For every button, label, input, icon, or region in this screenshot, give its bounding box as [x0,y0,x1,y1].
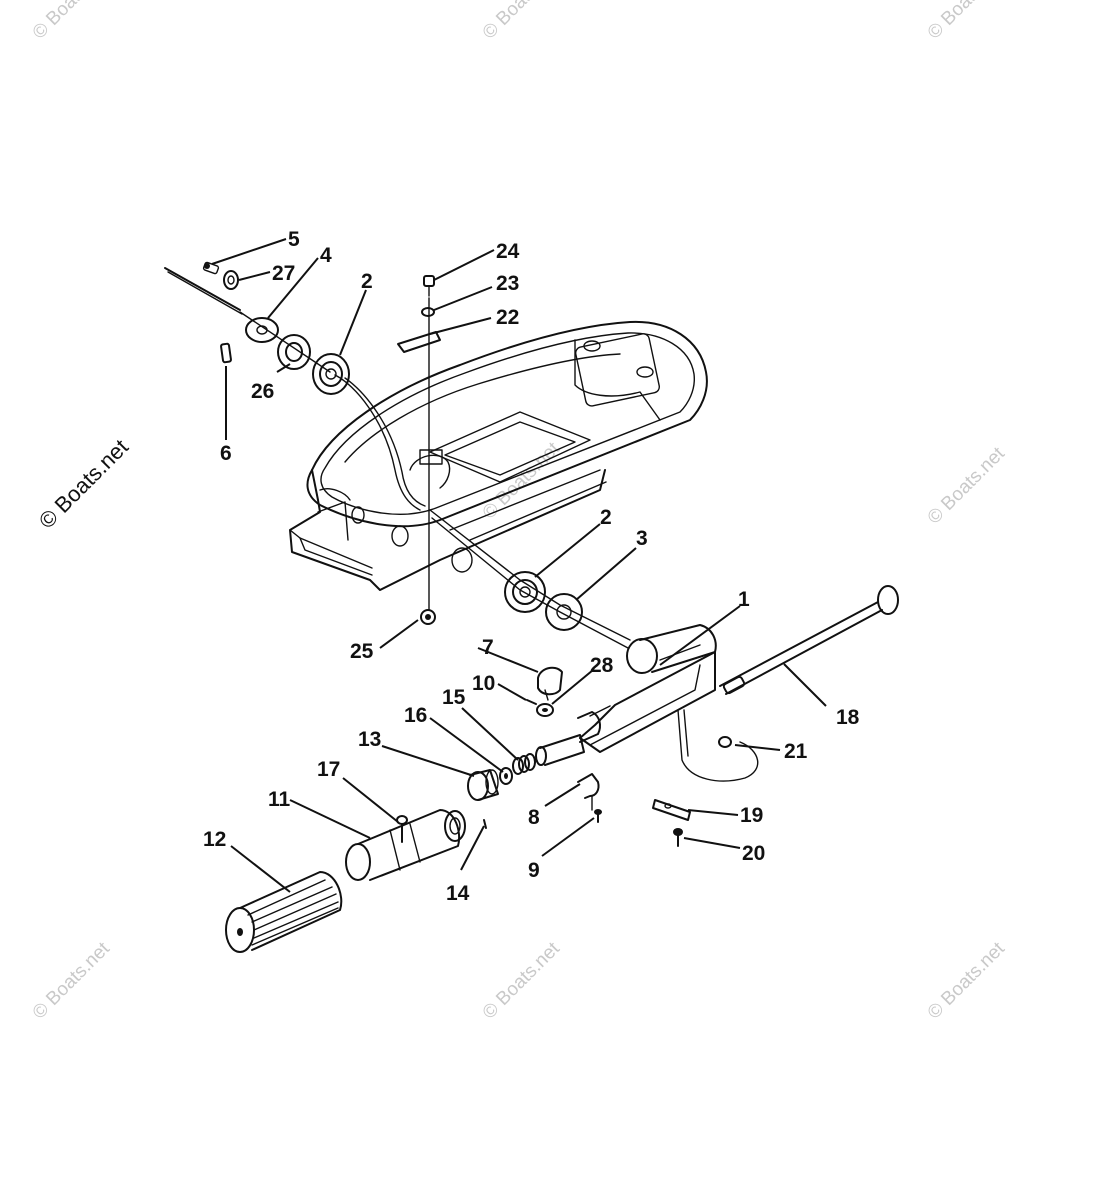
callout-labels: 1 2 2 3 4 5 6 7 8 9 10 11 12 13 14 15 16… [203,228,860,905]
callout-5: 5 [288,228,300,251]
cable-routing [164,267,631,649]
callout-16: 16 [404,704,427,727]
watermark-top-center: © Boats.net [479,0,565,44]
part-5-screw [202,261,220,275]
callout-2-upper: 2 [361,270,373,293]
callout-1: 1 [738,588,750,611]
watermark-mid-right: © Boats.net [924,443,1010,529]
callout-3: 3 [636,527,648,550]
part-24-screw [423,275,435,297]
callout-23: 23 [496,272,519,295]
part-3-washer [545,593,583,631]
watermark-bottom-right: © Boats.net [924,938,1010,1024]
watermark-layer: © Boats.net © Boats.net © Boats.net © Bo… [29,0,1010,1024]
part-22-retainer [397,331,441,353]
callout-26: 26 [251,380,274,403]
callout-4: 4 [320,244,332,267]
part-6-pin [220,342,232,364]
part-16-washer [499,767,513,785]
part-14-pin [483,819,487,829]
part-26-grommet [277,334,311,370]
part-2-grommet-upper [312,353,350,395]
callout-6: 6 [220,442,232,465]
watermark-top-left: © Boats.net [29,0,115,44]
callout-12: 12 [203,828,226,851]
callout-14: 14 [446,882,470,905]
part-9-screw [594,809,602,823]
part-7-knob [537,666,563,701]
part-19-plate [652,799,691,821]
part-13-friction-knob [467,769,499,801]
watermark-bottom-left: © Boats.net [29,938,115,1024]
watermark-side: © Boats.net [34,434,133,533]
part-15-spring [512,753,536,775]
watermark-top-right: © Boats.net [924,0,1010,44]
part-18-rod [719,585,899,695]
part-10-pin [526,699,537,705]
callout-17: 17 [317,758,340,781]
part-20-screw [673,828,683,847]
part-1-tiller-handle-bracket [579,624,717,753]
callout-24: 24 [496,240,520,263]
callout-2-lower: 2 [600,506,612,529]
callout-9: 9 [528,859,540,882]
part-4-plate [245,317,279,343]
part-28-washer [536,703,554,717]
throttle-shaft [535,705,611,766]
callout-22: 22 [496,306,519,329]
callout-13: 13 [358,728,381,751]
callout-21: 21 [784,740,808,763]
part-12-handle-grip [225,871,343,953]
callout-10: 10 [472,672,495,695]
part-23-washer [421,307,435,317]
callout-15: 15 [442,686,466,709]
callout-11: 11 [268,788,291,811]
callout-25: 25 [350,640,374,663]
lower-cowl [289,320,708,591]
callout-27: 27 [272,262,295,285]
part-11-throttle-sleeve [345,809,466,881]
callout-19: 19 [740,804,763,827]
callout-18: 18 [836,706,860,729]
callout-8: 8 [528,806,540,829]
part-25-nut [420,609,436,625]
part-17-screw [396,815,408,843]
watermark-left-edge: © Boats.net [34,434,133,533]
part-27-washer [223,270,239,290]
leader-lines [211,238,827,893]
part-8-clip [577,773,600,811]
callout-28: 28 [590,654,614,677]
part-2-grommet-lower [504,571,546,613]
part-21-wire [677,709,759,782]
callout-7: 7 [482,636,494,659]
callout-20: 20 [742,842,765,865]
watermark-bottom-center: © Boats.net [479,938,565,1024]
